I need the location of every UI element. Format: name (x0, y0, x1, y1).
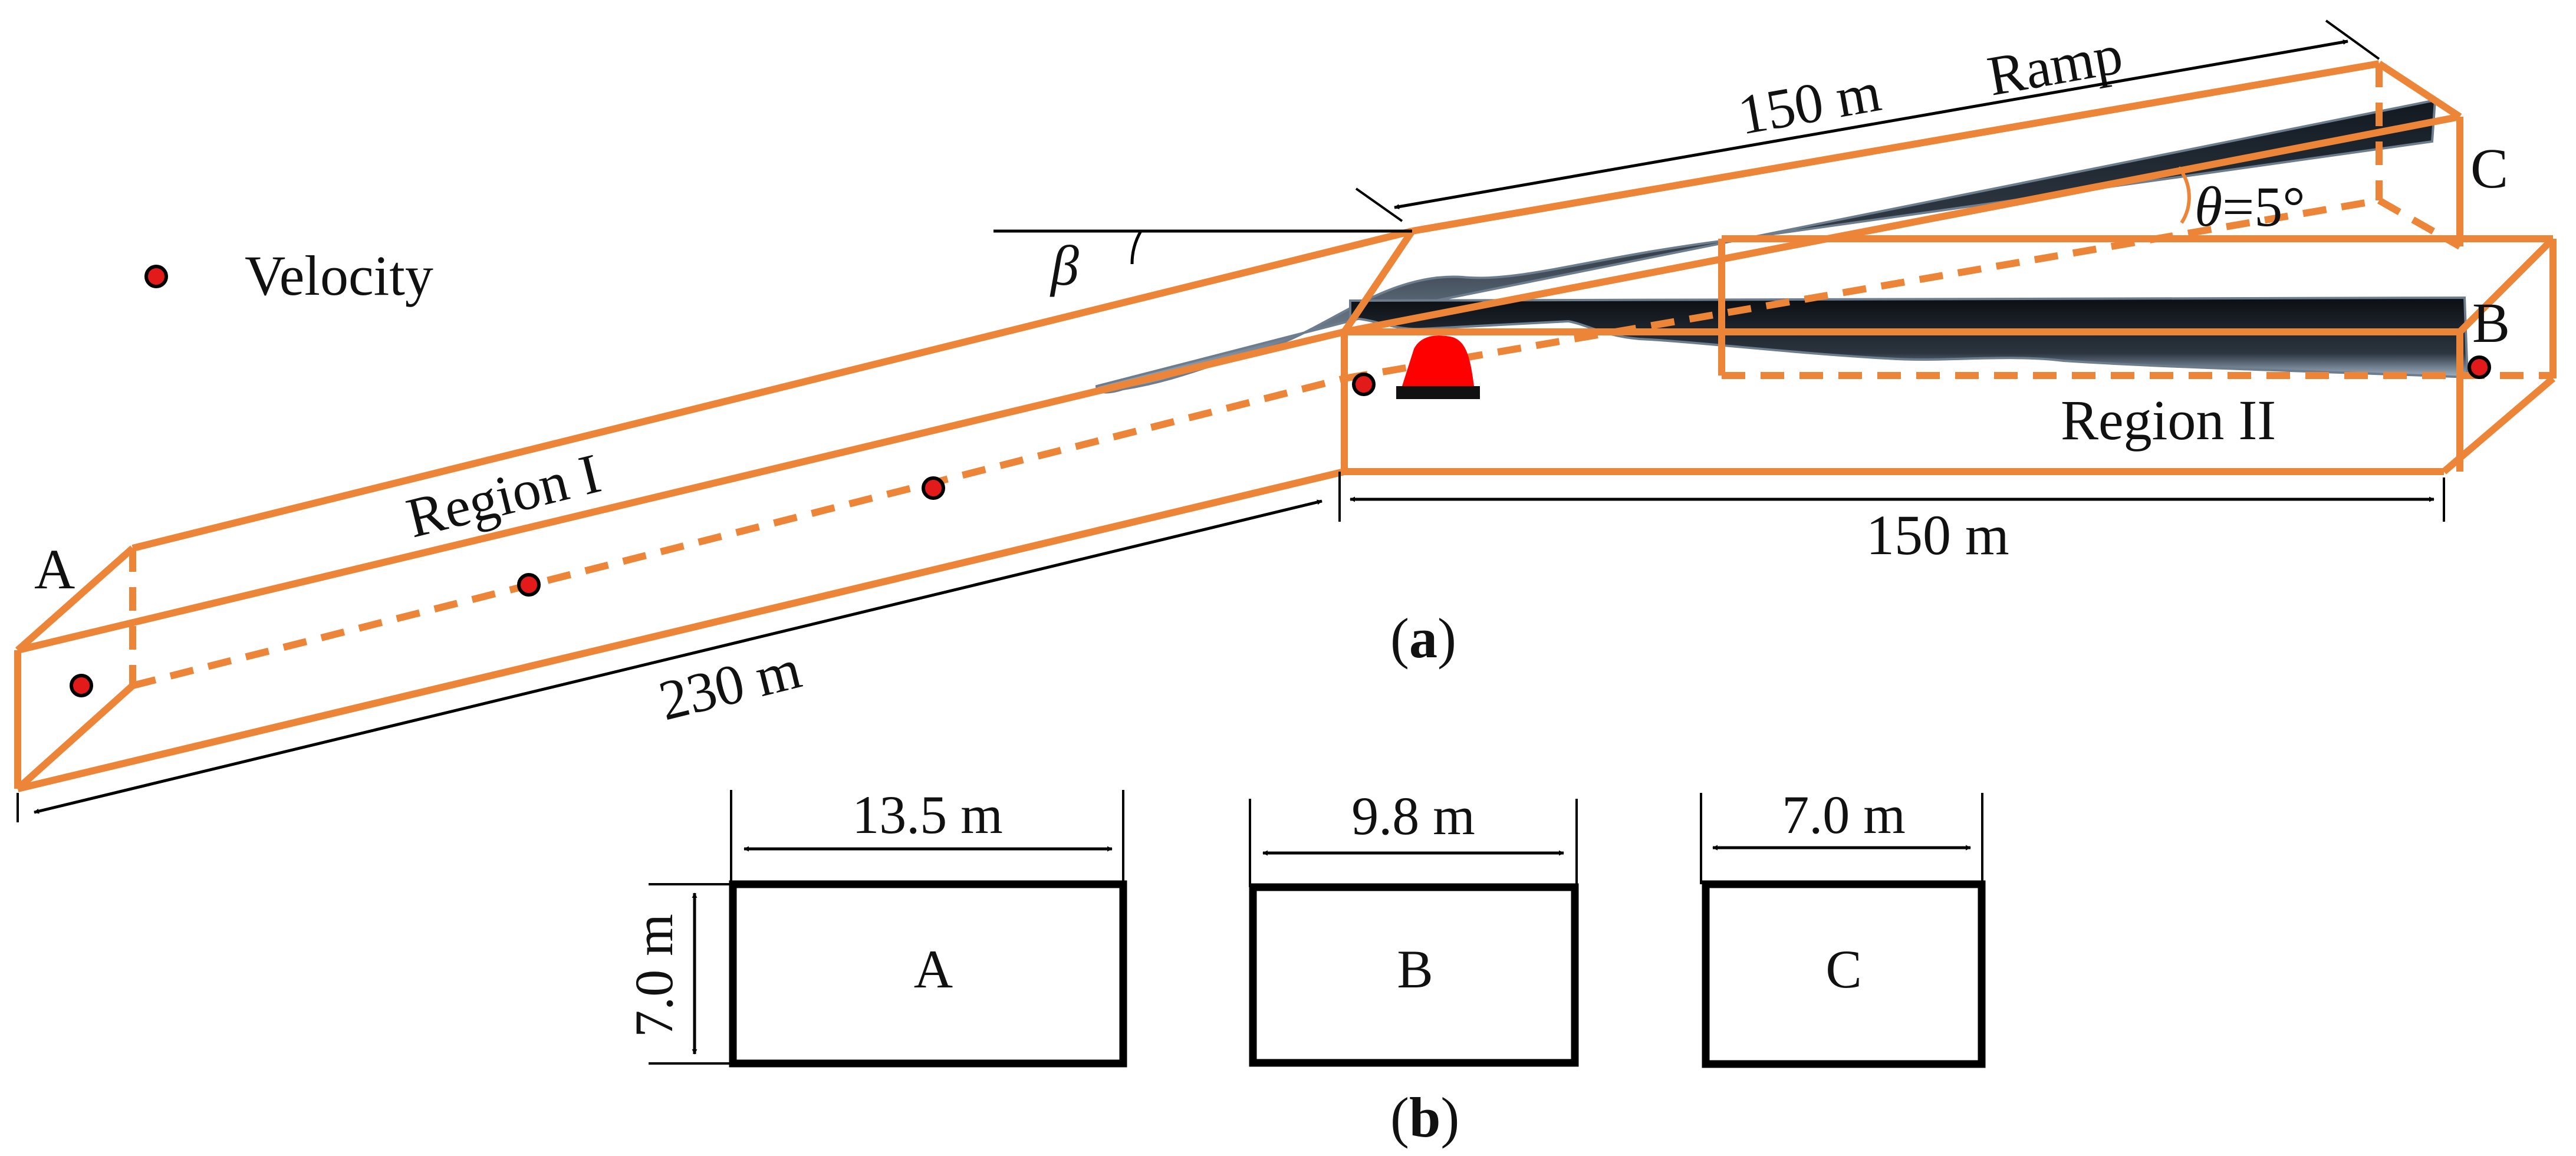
end-label-c: C (2470, 137, 2508, 200)
section-b-width: 9.8 m (1351, 786, 1475, 846)
legend-label: Velocity (245, 244, 433, 307)
length-region-1: 230 m (653, 637, 807, 732)
part-b-cross-sections: 13.5 m A 7.0 m 9.8 m B 7.0 m C (b (624, 785, 1986, 1149)
dimension-region-2: 150 m (1338, 477, 2445, 567)
length-ramp: 150 m (1733, 60, 1886, 147)
velocity-marker (922, 476, 945, 500)
end-label-a: A (34, 538, 75, 601)
region-2-label: Region II (2061, 388, 2276, 452)
section-a-width: 13.5 m (852, 785, 1003, 845)
angle-theta: θ=5° (2177, 166, 2305, 238)
section-b-label: B (1397, 939, 1433, 999)
section-a-label: A (914, 939, 953, 999)
vehicle-icon (1396, 335, 1480, 399)
caption-a: (a) (1390, 607, 1456, 670)
main-road-surface (1349, 296, 2469, 379)
cross-section-c: 7.0 m C (1700, 785, 1986, 1068)
angle-beta-label: β (1050, 234, 1079, 297)
ramp-label: Ramp (1983, 22, 2127, 107)
angle-theta-label: θ=5° (2195, 175, 2305, 238)
cross-section-b: 9.8 m B (1249, 786, 1579, 1067)
cross-section-a: 13.5 m A 7.0 m (624, 785, 1127, 1068)
section-c-width: 7.0 m (1782, 785, 1906, 845)
part-a-3d-model: Velocity β θ=5° A B C Region I Region II… (14, 19, 2557, 822)
velocity-marker (517, 573, 541, 597)
length-region-2: 150 m (1866, 503, 2009, 567)
end-label-b: B (2472, 291, 2510, 354)
legend: Velocity (144, 244, 433, 307)
velocity-marker (1352, 373, 1376, 396)
velocity-marker (70, 674, 93, 697)
velocity-marker (2468, 355, 2491, 379)
legend-marker-icon (144, 265, 168, 288)
angle-beta: β (993, 229, 1412, 297)
section-height-label: 7.0 m (624, 914, 684, 1038)
section-c-label: C (1825, 939, 1861, 999)
caption-b: (b) (1390, 1086, 1459, 1149)
